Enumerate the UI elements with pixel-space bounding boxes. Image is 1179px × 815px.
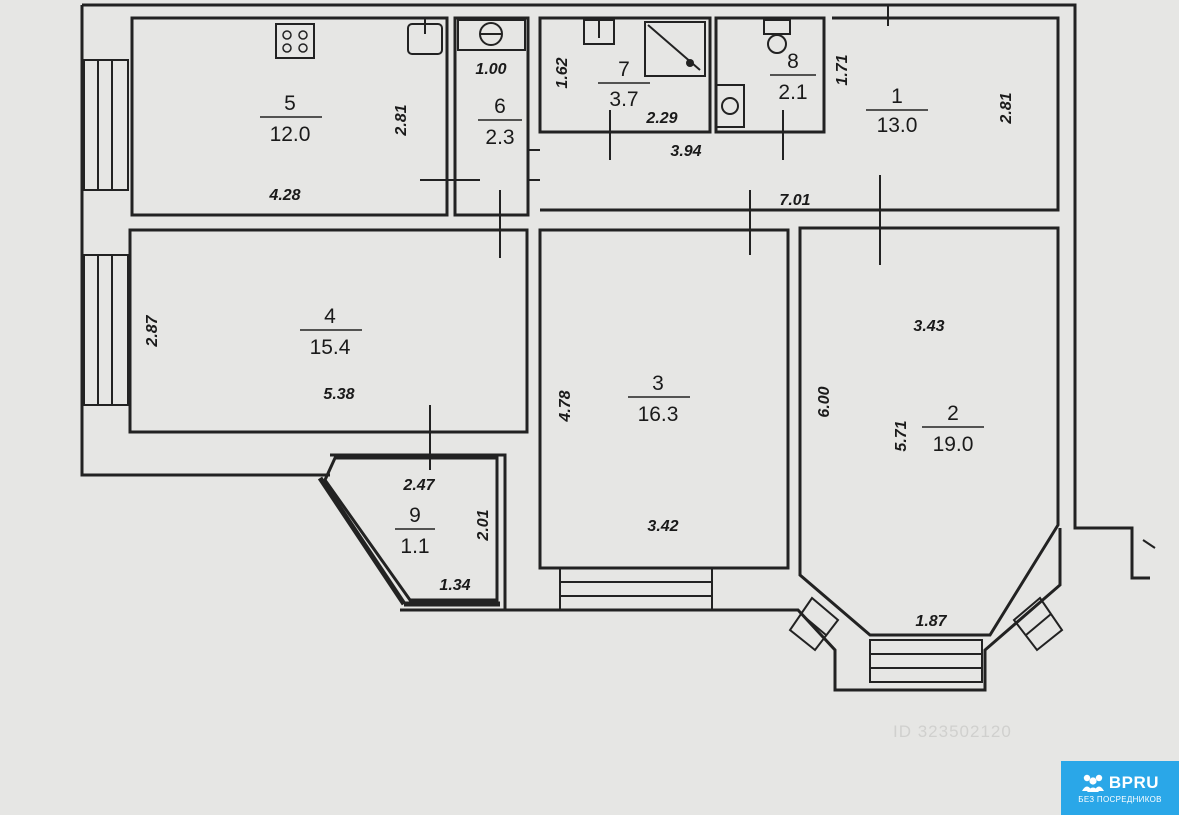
left-windows <box>83 59 129 406</box>
sink-7-icon <box>583 19 615 45</box>
dim-corridor-width: 7.01 <box>779 192 810 209</box>
room-6-outline <box>453 16 530 217</box>
dim-r3-width: 3.42 <box>647 518 678 535</box>
room-5-area: 12.0 <box>270 123 311 146</box>
loggia-glazing <box>317 476 500 607</box>
dim-r4-height: 2.87 <box>144 314 161 347</box>
room-4-area: 15.4 <box>310 336 351 359</box>
dim-r6-width: 1.00 <box>475 61 506 78</box>
toilet-icon <box>763 19 791 54</box>
room-1-area: 13.0 <box>877 114 918 137</box>
room-6-area: 2.3 <box>485 126 514 149</box>
room-6-number: 6 <box>494 95 506 118</box>
dim-r4-width: 5.38 <box>323 386 354 403</box>
dim-hall-width: 3.94 <box>670 143 701 160</box>
room-2-number: 2 <box>947 402 959 425</box>
dim-r8-height: 1.71 <box>834 54 851 85</box>
room-2-window-center <box>869 639 983 683</box>
washer-icon <box>715 84 745 128</box>
room-2-window-right <box>1012 596 1064 652</box>
room-7-area: 3.7 <box>609 88 638 111</box>
room-5-outline <box>130 16 449 217</box>
room-9-area: 1.1 <box>400 535 429 558</box>
room-8-area: 2.1 <box>778 81 807 104</box>
room-9-outline <box>323 456 499 602</box>
dim-r5-height: 2.81 <box>393 104 410 136</box>
stove-icon <box>275 23 315 59</box>
room-2-area: 19.0 <box>933 433 974 456</box>
room-8-outline <box>714 16 826 134</box>
dim-r7-height: 1.62 <box>554 57 571 88</box>
room-3-window <box>559 567 713 611</box>
dim-r2-height-outer: 6.00 <box>816 386 833 417</box>
room-1-number: 1 <box>891 85 903 108</box>
bathtub-icon <box>644 21 706 77</box>
room-4-outline <box>128 228 529 434</box>
room-4-number: 4 <box>324 305 336 328</box>
dim-r7-width: 2.29 <box>645 110 677 127</box>
dim-r9-height: 2.01 <box>475 509 492 541</box>
dim-r2-top-width: 3.43 <box>913 318 944 335</box>
dim-r5-width: 4.28 <box>268 187 300 204</box>
badge-name: BPRU <box>1108 772 1160 792</box>
room-2-outline <box>798 226 1060 637</box>
bpru-badge[interactable]: BPRU БЕЗ ПОСРЕДНИКОВ <box>1061 761 1179 815</box>
room-1-outline <box>540 16 1060 212</box>
dim-r2-bay-width: 1.87 <box>915 613 947 630</box>
room-7-number: 7 <box>618 58 630 81</box>
dim-r9-top: 2.47 <box>402 477 435 494</box>
sink-icon <box>407 18 443 55</box>
room-3-area: 16.3 <box>638 403 679 426</box>
watermark-id: ID 323502120 <box>893 722 1012 741</box>
dim-r3-height: 4.78 <box>557 390 574 422</box>
dim-r9-bottom: 1.34 <box>439 577 470 594</box>
badge-tagline: БЕЗ ПОСРЕДНИКОВ <box>1078 794 1162 804</box>
room-3-number: 3 <box>652 372 664 395</box>
room-5-number: 5 <box>284 92 296 115</box>
room-8-number: 8 <box>787 50 799 73</box>
boiler-icon <box>457 19 526 51</box>
room-2-window-left <box>788 596 840 652</box>
people-icon <box>1081 774 1104 792</box>
dim-r2-height-inner: 5.71 <box>893 420 910 451</box>
dim-r1-height: 2.81 <box>998 92 1015 124</box>
room-7-outline <box>538 16 712 134</box>
room-9-number: 9 <box>409 504 421 527</box>
